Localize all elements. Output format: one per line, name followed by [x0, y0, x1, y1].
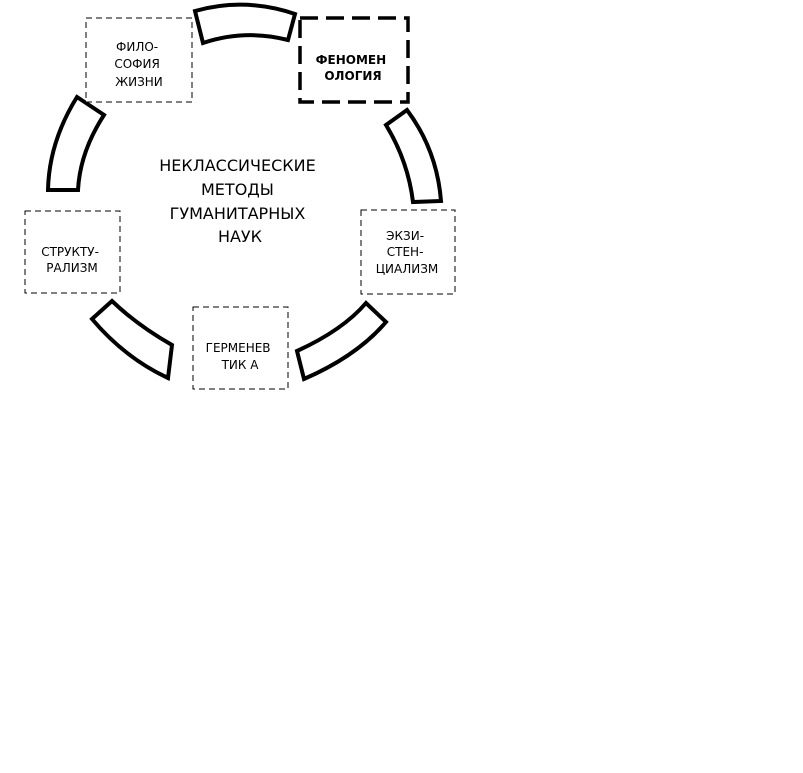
node-hermeneutics: ГЕРМЕНЕВ ТИК А — [192, 306, 289, 390]
node-label-line: ФИЛО- — [116, 40, 158, 54]
node-philosophy-of-life: ФИЛО- СОФИЯ ЖИЗНИ — [85, 17, 193, 103]
cycle-arcs — [45, 2, 444, 382]
node-label-line: ЖИЗНИ — [115, 75, 163, 89]
center-title-line: НАУК — [218, 227, 263, 246]
node-existentialism: ЭКЗИ- СТЕН- ЦИАЛИЗМ — [360, 209, 456, 295]
node-phenomenology: ФЕНОМЕН ОЛОГИЯ — [298, 16, 410, 104]
node-label-line: СТЕН- — [387, 245, 424, 259]
node-label-line: ОЛОГИЯ — [324, 69, 381, 83]
arc-connector-upper-left — [45, 94, 107, 192]
node-box — [24, 210, 121, 294]
center-title-line: МЕТОДЫ — [201, 180, 274, 199]
node-box — [360, 209, 456, 295]
arc-connector-lower-right — [294, 300, 389, 382]
node-label-line: СОФИЯ — [114, 57, 159, 71]
arc-connector-top — [192, 2, 298, 46]
node-label-line: СТРУКТУ- — [41, 245, 99, 259]
node-label: ФЕНОМЕН ОЛОГИЯ — [316, 53, 391, 83]
node-structuralism: СТРУКТУ- РАЛИЗМ — [24, 210, 121, 294]
node-label: ЭКЗИ- СТЕН- ЦИАЛИЗМ — [376, 229, 439, 276]
node-label-line: ГЕРМЕНЕВ — [206, 341, 271, 355]
node-box — [85, 17, 193, 103]
node-label: СТРУКТУ- РАЛИЗМ — [41, 245, 103, 275]
center-title-line: НЕКЛАССИЧЕСКИЕ — [159, 156, 315, 175]
node-label-line: РАЛИЗМ — [46, 261, 98, 275]
node-label: ФИЛО- СОФИЯ ЖИЗНИ — [114, 40, 163, 89]
center-title: НЕКЛАССИЧЕСКИЕ МЕТОДЫ ГУМАНИТАРНЫХ НАУК — [159, 156, 321, 246]
node-label-line: ФЕНОМЕН — [316, 53, 387, 67]
node-label-line: ЭКЗИ- — [386, 229, 424, 243]
node-label-line: ТИК А — [221, 358, 260, 372]
node-box-highlighted — [298, 16, 410, 104]
center-title-line: ГУМАНИТАРНЫХ — [170, 204, 306, 223]
node-label-line: ЦИАЛИЗМ — [376, 262, 439, 276]
node-box — [192, 306, 289, 390]
node-label: ГЕРМЕНЕВ ТИК А — [206, 341, 275, 372]
arc-connector-upper-right — [383, 107, 444, 205]
arc-connector-lower-left — [89, 298, 175, 381]
